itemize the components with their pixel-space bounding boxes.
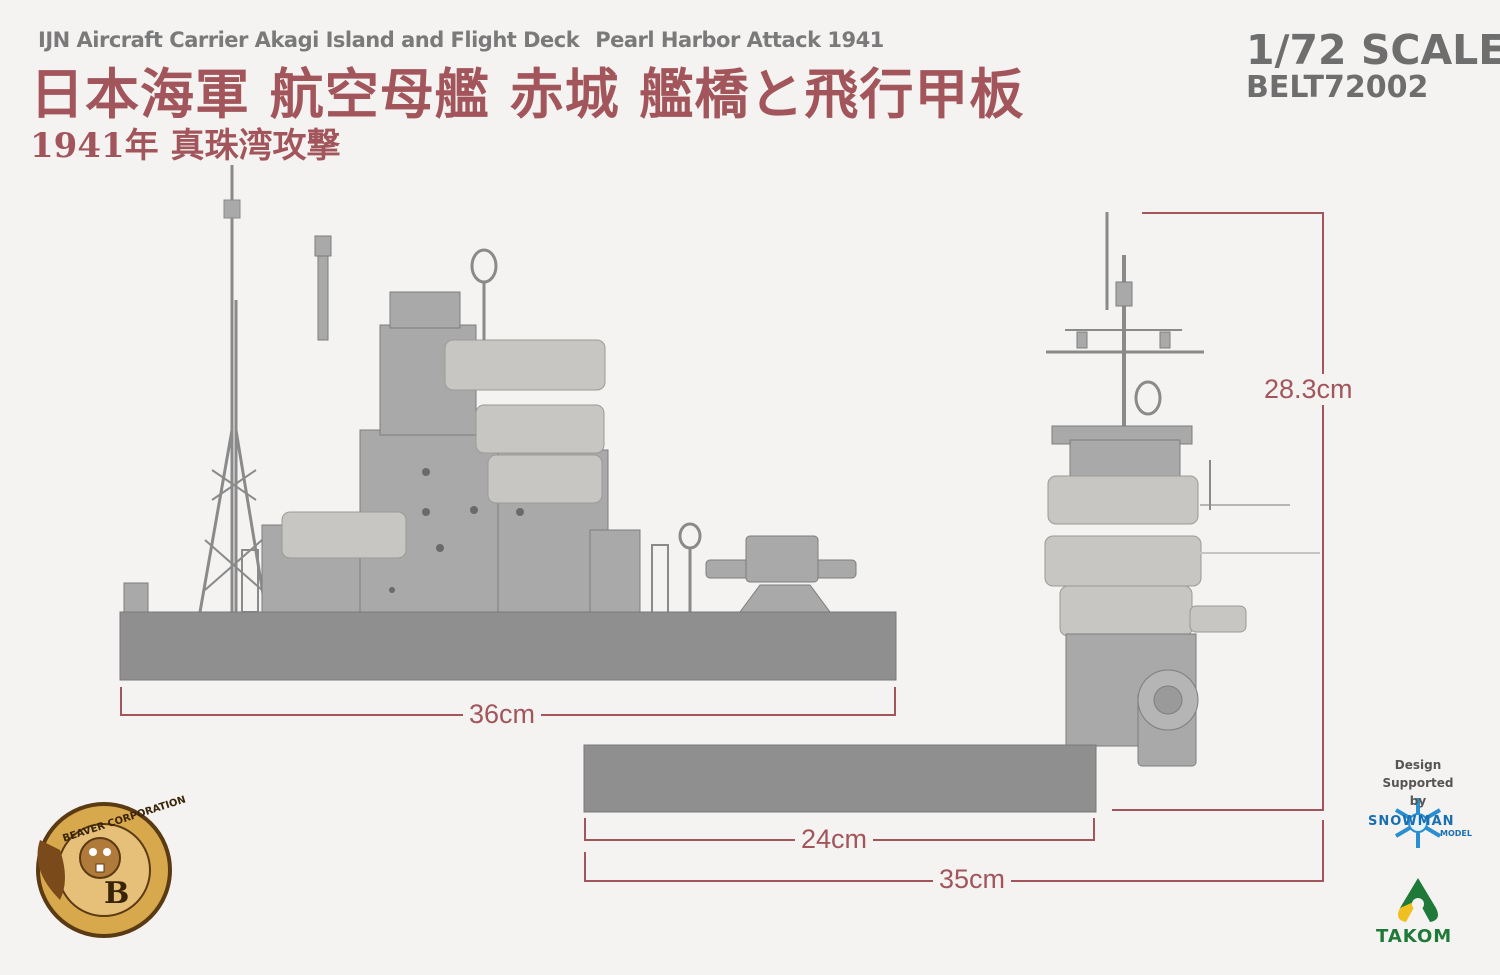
english-title-main: IJN Aircraft Carrier Akagi Island and Fl…	[38, 28, 580, 52]
side-flight-deck	[119, 611, 897, 681]
snowman-logo-subtext: MODEL	[1440, 829, 1472, 838]
dimension-total-width: 35cm	[933, 864, 1012, 895]
front-view-model	[1044, 212, 1320, 767]
japanese-subtitle: 1941年 真珠湾攻撃	[30, 126, 341, 166]
takom-logo-text: TAKOM	[1376, 926, 1453, 947]
front-flight-deck	[583, 744, 1097, 813]
side-view-model	[123, 165, 857, 614]
snowman-logo-text: SNOWMAN	[1368, 814, 1455, 829]
english-title: IJN Aircraft Carrier Akagi Island and Fl…	[38, 28, 884, 52]
dimension-height: 28.3cm	[1258, 374, 1359, 405]
snowman-logo	[1394, 798, 1442, 848]
design-supported-text: Design Supported by	[1362, 756, 1474, 810]
dimension-deck-width: 24cm	[795, 824, 874, 855]
beaver-logo	[36, 802, 172, 938]
scale-label: 1/72 SCALE	[1246, 26, 1500, 74]
english-title-sub: Pearl Harbor Attack 1941	[595, 28, 884, 52]
takom-logo	[1398, 878, 1438, 922]
japanese-title: 日本海軍 航空母艦 赤城 艦橋と飛行甲板	[30, 62, 1025, 126]
beaver-logo-letter: B	[104, 876, 130, 911]
product-code: BELT72002	[1246, 70, 1429, 105]
dimension-side-length: 36cm	[463, 699, 542, 730]
lattice-mast	[198, 165, 268, 613]
design-supported-label: Design Supported	[1382, 758, 1454, 790]
design-supported-by: by	[1409, 794, 1427, 808]
